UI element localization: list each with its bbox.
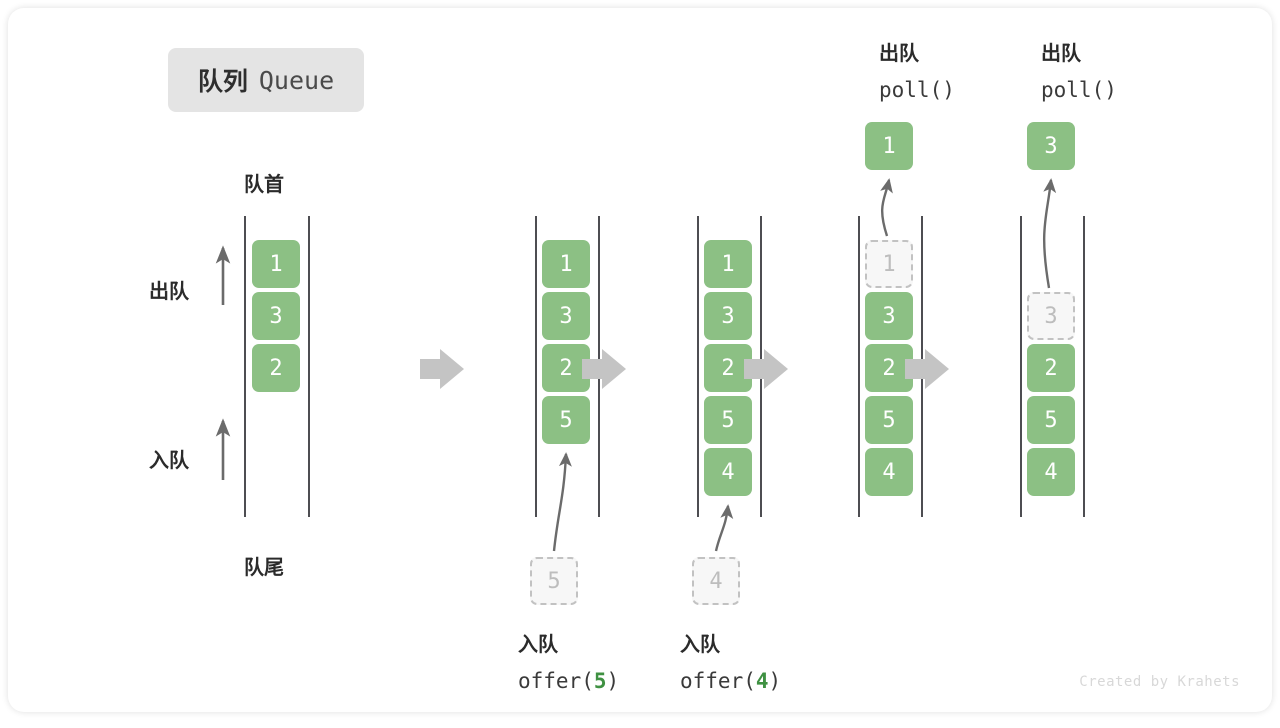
queue-rail-left [858, 216, 860, 517]
queue-rail-right [598, 216, 600, 517]
dequeue-direction-label: 出队 [149, 281, 189, 303]
stage-caption: 出队 poll() [879, 36, 955, 108]
queue-cell: 3 [865, 292, 913, 340]
stage-caption-cn: 出队 [879, 43, 919, 65]
poll-motion-arrow [880, 178, 893, 237]
arrow-overlay [215, 178, 1057, 552]
queue-cell: 3 [542, 292, 590, 340]
queue-cell: 3 [704, 292, 752, 340]
title-cn: 队列 [197, 68, 248, 96]
queue-cell: 1 [704, 240, 752, 288]
diagram-title-chip: 队列 Queue [168, 48, 364, 112]
queue-cell: 4 [865, 448, 913, 496]
offer-motion-arrow [552, 452, 572, 552]
enqueue-direction-label: 入队 [149, 450, 189, 472]
stage-caption-cn: 出队 [1041, 43, 1081, 65]
queue-cell: 1 [252, 240, 300, 288]
queue-cell: 2 [1027, 344, 1075, 392]
stage-caption-arg: 4 [755, 669, 769, 693]
queue-cell: 4 [1027, 448, 1075, 496]
stage-caption-code: poll() [1041, 78, 1117, 102]
queue-cell-ghost: 1 [865, 240, 913, 288]
polled-element-cell: 1 [865, 122, 913, 170]
queue-front-label: 队首 [244, 174, 284, 196]
stage-caption-cn: 入队 [680, 634, 720, 656]
queue-cell: 2 [865, 344, 913, 392]
queue-rail-left [697, 216, 699, 517]
stage-caption: 出队 poll() [1041, 36, 1117, 108]
poll-motion-arrow [1042, 178, 1057, 289]
stage-caption-cn: 入队 [518, 634, 558, 656]
queue-cell: 2 [542, 344, 590, 392]
queue-cell: 2 [252, 344, 300, 392]
queue-cell: 5 [865, 396, 913, 444]
polled-element-cell: 3 [1027, 122, 1075, 170]
queue-rail-right [921, 216, 923, 517]
step-transition-arrow [420, 349, 464, 389]
queue-cell: 5 [542, 396, 590, 444]
title-en: Queue [258, 65, 335, 95]
queue-cell: 3 [252, 292, 300, 340]
queue-cell-ghost: 3 [1027, 292, 1075, 340]
stage-caption-code: poll() [879, 78, 955, 102]
stage-caption-code: offer(5) [518, 669, 620, 693]
queue-cell: 2 [704, 344, 752, 392]
offer-motion-arrow [714, 504, 734, 552]
queue-rail-right [308, 216, 310, 517]
queue-rail-right [1083, 216, 1085, 517]
incoming-element-ghost: 5 [530, 557, 578, 605]
queue-cell: 5 [1027, 396, 1075, 444]
queue-cell: 1 [542, 240, 590, 288]
queue-rail-left [244, 216, 246, 517]
stage-caption-arg: 5 [593, 669, 607, 693]
stage-caption-code: offer(4) [680, 669, 782, 693]
stage-caption: 入队 offer(5) [518, 627, 619, 699]
queue-rear-label: 队尾 [244, 557, 284, 579]
stage-caption: 入队 offer(4) [680, 627, 781, 699]
queue-cell: 4 [704, 448, 752, 496]
queue-rail-left [1020, 216, 1022, 517]
footer-credit: Created by Krahets [1079, 674, 1240, 690]
queue-cell: 5 [704, 396, 752, 444]
queue-rail-left [535, 216, 537, 517]
incoming-element-ghost: 4 [692, 557, 740, 605]
queue-rail-right [760, 216, 762, 517]
